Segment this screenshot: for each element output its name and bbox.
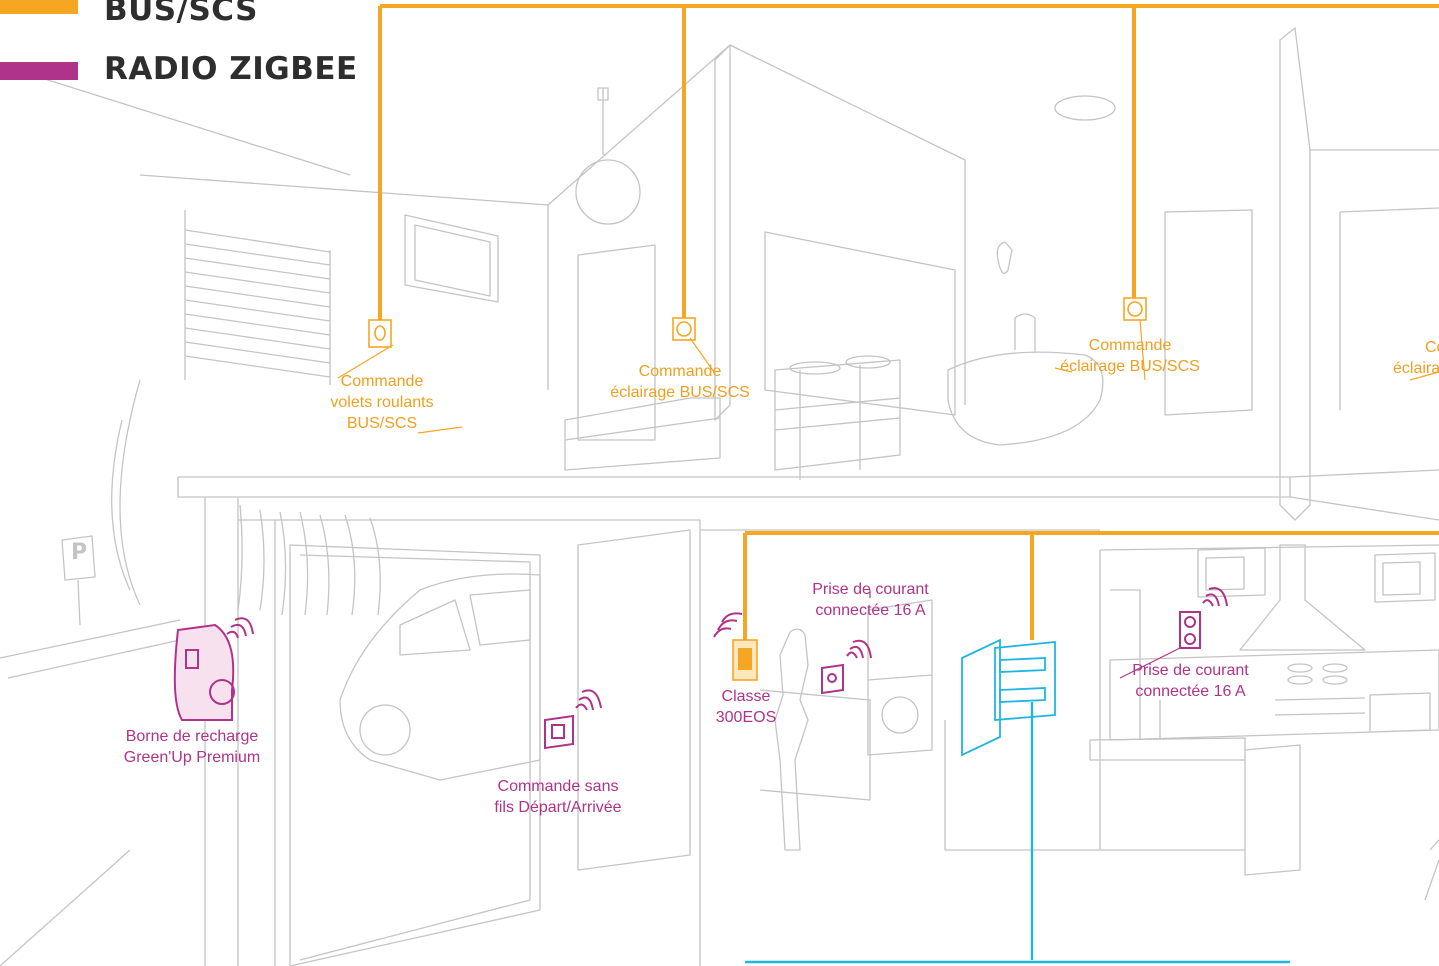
kitchen-hood <box>1240 545 1365 650</box>
label-classe-300eos: Classe 300EOS <box>706 686 786 728</box>
microwave <box>1198 548 1265 597</box>
radio-legend-swatch <box>0 62 78 80</box>
label-prise-buanderie: Prise de courant connectée 16 A <box>798 579 943 621</box>
bed <box>565 398 720 470</box>
bus-legend-swatch <box>0 0 78 14</box>
laundry-socket-icon <box>822 665 843 693</box>
bus-legend-label: BUS/SCS <box>104 0 258 28</box>
label-eclairage-right: Co éclaira <box>1389 337 1439 379</box>
zigbee-devices <box>175 588 1227 748</box>
kitchen-island <box>1090 738 1300 875</box>
rolling-shutter <box>185 210 330 385</box>
partition-wall-2 <box>1280 28 1439 520</box>
ceiling-lamp <box>1055 96 1115 120</box>
radio-legend-label: RADIO ZIGBEE <box>104 51 358 87</box>
person <box>775 629 808 850</box>
parking-icon: P <box>68 540 90 565</box>
label-prise-cuisine: Prise de courant connectée 16 A <box>1118 660 1263 702</box>
bathroom-vanity <box>775 360 900 480</box>
ev-charger-icon <box>175 625 233 720</box>
label-eclairage-chambre: Commande éclairage BUS/SCS <box>600 361 760 403</box>
driveway <box>0 620 180 966</box>
label-volets-roulants: Commande volets roulants BUS/SCS <box>318 371 446 434</box>
label-eclairage-salle-de-bain: Commande éclairage BUS/SCS <box>1050 335 1210 377</box>
washing-machine <box>868 600 932 755</box>
upper-floor-slab <box>178 470 1439 520</box>
label-commande-sans-fils: Commande sans fils Départ/Arrivée <box>478 776 638 818</box>
car <box>340 574 540 780</box>
pendant-lamp <box>598 88 608 155</box>
wireless-command-icon <box>545 716 573 748</box>
tv-screen <box>405 215 498 302</box>
label-borne-recharge: Borne de recharge Green'Up Premium <box>112 726 272 768</box>
